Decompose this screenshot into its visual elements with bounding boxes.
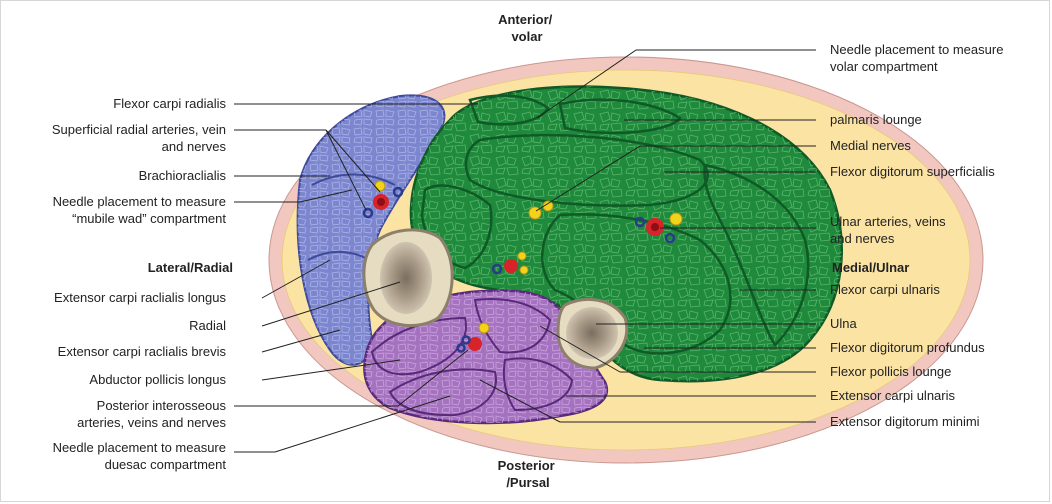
- lateral-label: Lateral/Radial: [148, 260, 233, 275]
- structure-label-right: Extensor digitorum minimi: [830, 414, 980, 429]
- structure-label-left: Needle placement to measure “mubile wad” …: [53, 194, 227, 226]
- label-line: “mubile wad” compartment: [72, 211, 226, 226]
- structure-label-left: Superficial radial arteries, vein and ner…: [52, 122, 227, 154]
- structure-label-left: Extensor carpi raclialis longus: [54, 290, 226, 305]
- artery: [504, 259, 518, 273]
- label-line: Extensor digitorum minimi: [830, 414, 980, 429]
- structure-label-right: Medial nerves: [830, 138, 911, 153]
- label-line: Posterior interosseous: [97, 398, 227, 413]
- structure-label-left: Posterior interosseous arteries, veins an…: [77, 398, 226, 430]
- label-line: Flexor carpi radialis: [113, 96, 226, 111]
- medial-label: Medial/Ulnar: [832, 260, 909, 275]
- label-line: Needle placement to measure: [53, 440, 226, 455]
- label-line: Brachioraclialis: [139, 168, 227, 183]
- label-line: Abductor pollicis longus: [89, 372, 226, 387]
- label-line: Flexor carpi ulnaris: [830, 282, 940, 297]
- label-line: Radial: [189, 318, 226, 333]
- structure-label-right: Flexor digitorum profundus: [830, 340, 985, 355]
- posterior-label: Posterior /Pursal: [498, 458, 559, 490]
- label-line: palmaris lounge: [830, 112, 922, 127]
- label-line: Extensor carpi raclialis brevis: [58, 344, 227, 359]
- label-line: Flexor digitorum profundus: [830, 340, 985, 355]
- label-line: Flexor digitorum superficialis: [830, 164, 995, 179]
- label-line: Superficial radial arteries, vein: [52, 122, 226, 137]
- label-line: and nerves: [830, 231, 895, 246]
- structure-label-right: Flexor pollicis lounge: [830, 364, 951, 379]
- anterior-label: Anterior/ volar: [498, 12, 556, 44]
- structure-label-left: Radial: [189, 318, 226, 333]
- structure-label-right: Extensor carpi ulnaris: [830, 388, 955, 403]
- label-line: Extensor carpi ulnaris: [830, 388, 955, 403]
- label-line: Flexor pollicis lounge: [830, 364, 951, 379]
- label-line: Needle placement to measure: [830, 42, 1003, 57]
- structure-label-left: Extensor carpi raclialis brevis: [58, 344, 227, 359]
- structure-label-left: Abductor pollicis longus: [89, 372, 226, 387]
- structure-label-right: Flexor digitorum superficialis: [830, 164, 995, 179]
- label-line: Needle placement to measure: [53, 194, 226, 209]
- label-line: and nerves: [162, 139, 227, 154]
- nerve: [479, 323, 489, 333]
- label-line: duesac compartment: [105, 457, 227, 472]
- label-line: Ulnar arteries, veins: [830, 214, 946, 229]
- nerve: [670, 213, 682, 225]
- nerve: [518, 252, 526, 260]
- ulna-marrow: [566, 307, 618, 359]
- structure-label-right: Ulna: [830, 316, 858, 331]
- structure-label-left: Brachioraclialis: [139, 168, 227, 183]
- structure-label-right: Flexor carpi ulnaris: [830, 282, 940, 297]
- label-line: arteries, veins and nerves: [77, 415, 226, 430]
- radius-marrow: [380, 242, 432, 314]
- structure-label-left: Needle placement to measure duesac compar…: [53, 440, 227, 472]
- label-line: volar compartment: [830, 59, 938, 74]
- nerve: [520, 266, 528, 274]
- label-line: Extensor carpi raclialis longus: [54, 290, 226, 305]
- label-line: Medial nerves: [830, 138, 911, 153]
- structure-label-right: palmaris lounge: [830, 112, 922, 127]
- nerve: [375, 181, 385, 191]
- label-line: Ulna: [830, 316, 858, 331]
- structure-label-left: Flexor carpi radialis: [113, 96, 226, 111]
- structure-label-right: Needle placement to measure volar compart…: [830, 42, 1003, 74]
